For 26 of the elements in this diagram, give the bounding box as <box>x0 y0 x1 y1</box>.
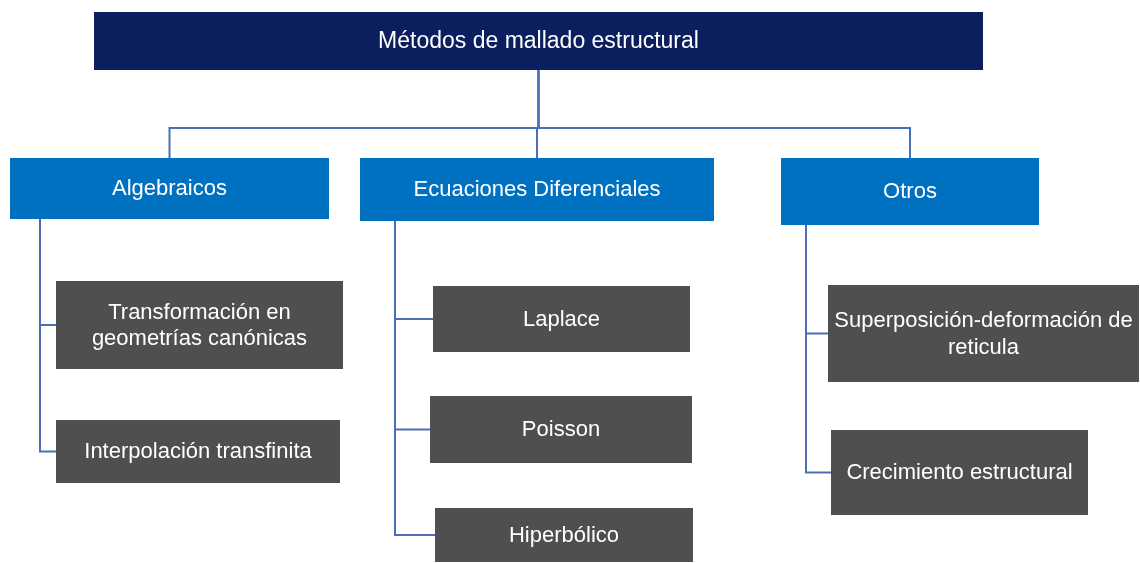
connector-line <box>805 224 832 474</box>
method-box <box>435 508 693 562</box>
category-box <box>360 158 714 221</box>
box-label: Crecimiento estructural <box>846 459 1073 486</box>
connector-line <box>39 218 57 453</box>
method-box <box>828 285 1139 382</box>
connector-line <box>394 220 436 536</box>
method-box <box>56 281 343 369</box>
box-label: Superposición-deformación de reticula <box>833 307 1134 360</box>
connector-line <box>537 69 911 159</box>
method-box <box>56 420 340 483</box>
box-label: Transformación en geometrías canónicas <box>90 298 309 352</box>
box-label: Hiperbólico <box>508 521 620 549</box>
box-label: Laplace <box>522 305 601 333</box>
box-label: Métodos de mallado estructural <box>378 27 699 55</box>
box-label: Poisson <box>521 416 601 443</box>
category-box <box>10 158 329 219</box>
category-box <box>781 158 1039 225</box>
box-label: Ecuaciones Diferenciales <box>413 176 661 203</box>
method-box <box>831 430 1088 515</box>
method-box <box>433 286 690 352</box>
title-box <box>94 12 983 70</box>
box-label: Interpolación transfinita <box>84 438 312 465</box>
box-label: Otros <box>883 178 937 205</box>
box-label: Algebraicos <box>112 175 227 202</box>
method-box <box>430 396 692 463</box>
